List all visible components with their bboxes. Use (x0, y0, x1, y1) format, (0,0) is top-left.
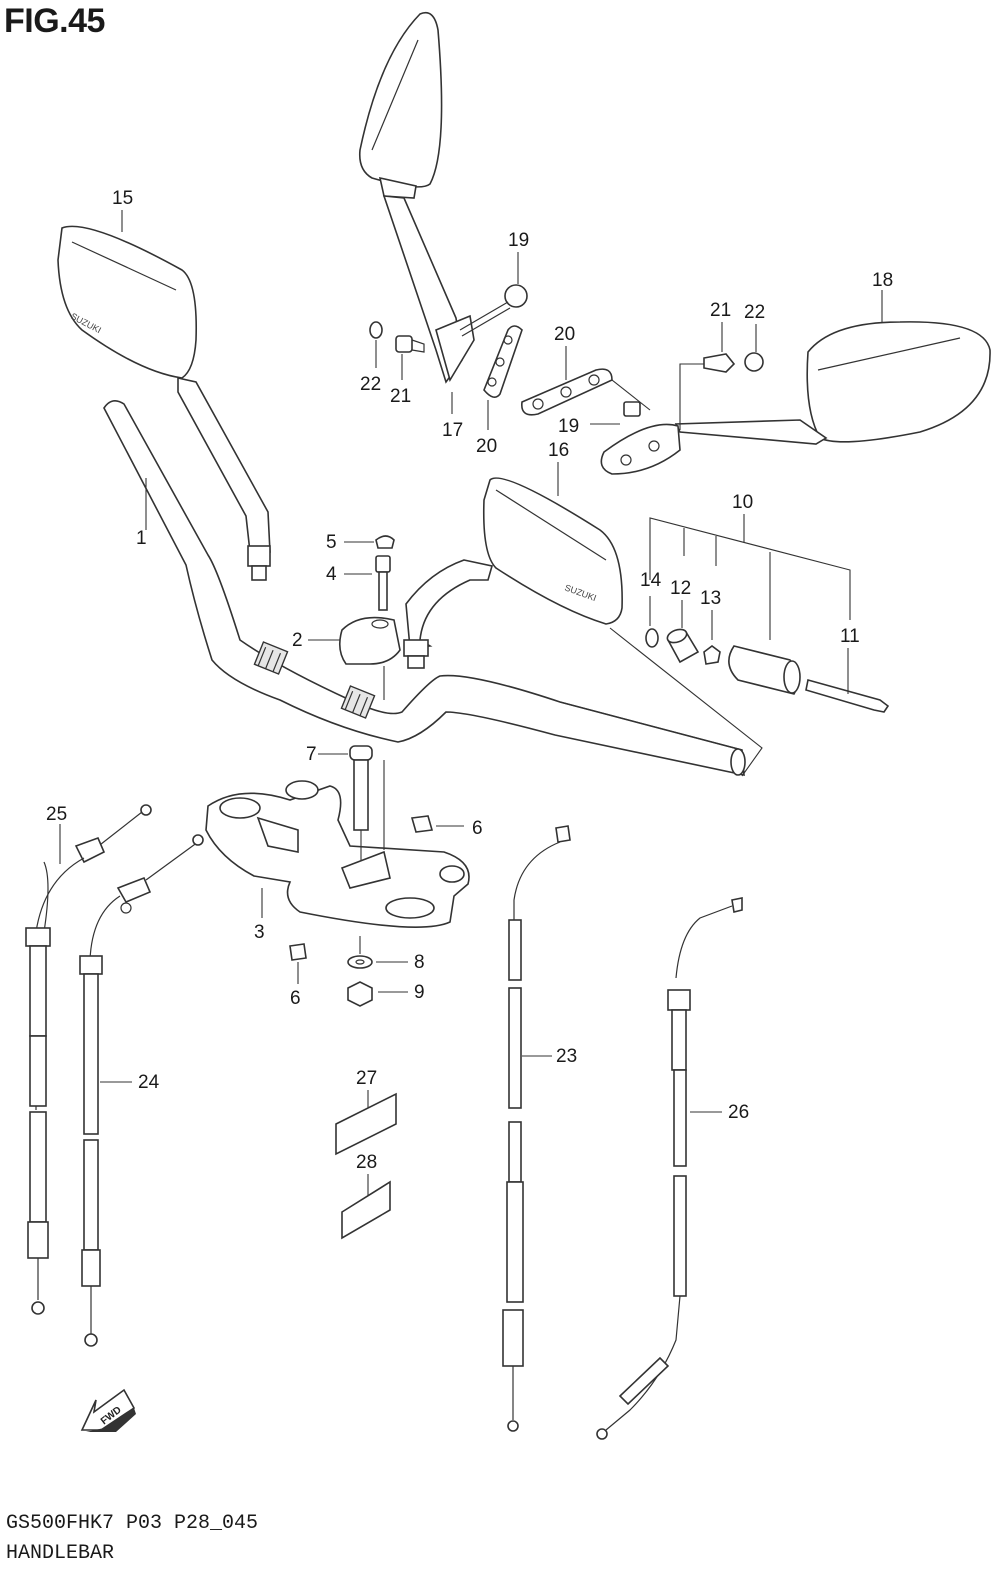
forward-direction-arrow: FWD (80, 1388, 136, 1432)
ball-bolt-part-19[interactable] (459, 284, 528, 337)
section-name: HANDLEBAR (6, 1542, 115, 1565)
callout-24: 24 (138, 1072, 160, 1093)
callout-21-right: 21 (710, 300, 731, 321)
callout-8: 8 (414, 952, 425, 973)
plate-part-20-left[interactable] (483, 325, 523, 398)
figure-title: FIG.45 (4, 2, 105, 40)
callout-10: 10 (732, 492, 753, 513)
cap-part-5[interactable] (375, 535, 395, 549)
callout-11: 11 (840, 626, 860, 647)
cable-part-26[interactable] (596, 897, 743, 1440)
callout-19-lower: 19 (558, 416, 579, 437)
callout-6-upper: 6 (472, 818, 483, 839)
cushion-part-6-upper[interactable] (410, 815, 434, 833)
callout-28: 28 (356, 1152, 377, 1173)
callout-25: 25 (46, 804, 67, 825)
nut-part-9[interactable] (347, 981, 373, 1007)
mirror-center-part-16[interactable]: SUZUKI (403, 477, 623, 669)
screw-part-21-right[interactable] (703, 353, 736, 373)
callout-20-lower: 20 (476, 436, 497, 457)
callout-15: 15 (112, 188, 133, 209)
callout-13: 13 (700, 588, 721, 609)
mirror-upper-part-17[interactable] (358, 11, 475, 384)
callout-22-left: 22 (360, 374, 381, 395)
callout-26: 26 (728, 1102, 749, 1123)
handlebar-holder-part-3[interactable] (205, 780, 470, 928)
callout-3: 3 (254, 922, 265, 943)
plate-part-20-right[interactable] (521, 368, 613, 416)
cable-part-24[interactable] (79, 834, 204, 1347)
bolt-part-7[interactable] (349, 745, 373, 831)
mirror-left-part-15[interactable]: SUZUKI (57, 225, 271, 581)
callout-27: 27 (356, 1068, 377, 1089)
callout-21-left: 21 (390, 386, 411, 407)
callout-12: 12 (670, 578, 691, 599)
handlebar-part-1[interactable] (103, 400, 746, 777)
bolt-part-19-lower[interactable] (611, 379, 651, 417)
spacer-part-12[interactable] (666, 627, 700, 664)
label-part-28[interactable] (341, 1180, 391, 1240)
model-code: GS500FHK7 P03 P28_045 (6, 1512, 259, 1535)
holder-upper-part-2[interactable] (338, 616, 401, 665)
cable-part-23[interactable] (502, 825, 571, 1432)
nut-part-13[interactable] (703, 645, 721, 665)
callout-22-right: 22 (744, 302, 765, 323)
callout-16: 16 (548, 440, 569, 461)
callout-4: 4 (326, 564, 337, 585)
callout-2: 2 (292, 630, 303, 651)
callout-19-upper: 19 (508, 230, 529, 251)
label-part-27[interactable] (335, 1092, 397, 1156)
callout-9: 9 (414, 982, 425, 1003)
callout-5: 5 (326, 532, 337, 553)
callout-20-upper: 20 (554, 324, 575, 345)
callout-23: 23 (556, 1046, 577, 1067)
mirror-right-part-18[interactable] (600, 321, 991, 475)
callout-18: 18 (872, 270, 893, 291)
callout-17: 17 (442, 420, 463, 441)
cap-part-22-left[interactable] (369, 321, 383, 339)
bolt-part-4[interactable] (375, 555, 391, 611)
callout-6-lower: 6 (290, 988, 301, 1009)
cap-part-22-right[interactable] (744, 352, 764, 372)
washer-part-8[interactable] (347, 955, 373, 969)
screw-part-21-left[interactable] (395, 335, 425, 353)
callout-1: 1 (136, 528, 147, 549)
balancer-weight-part-10[interactable] (728, 645, 801, 695)
callout-14: 14 (640, 570, 662, 591)
washer-part-14[interactable] (645, 628, 659, 648)
callout-7: 7 (306, 744, 317, 765)
cable-part-25[interactable] (25, 804, 152, 1315)
cushion-part-6-lower[interactable] (289, 943, 307, 961)
screw-part-11[interactable] (805, 678, 890, 713)
